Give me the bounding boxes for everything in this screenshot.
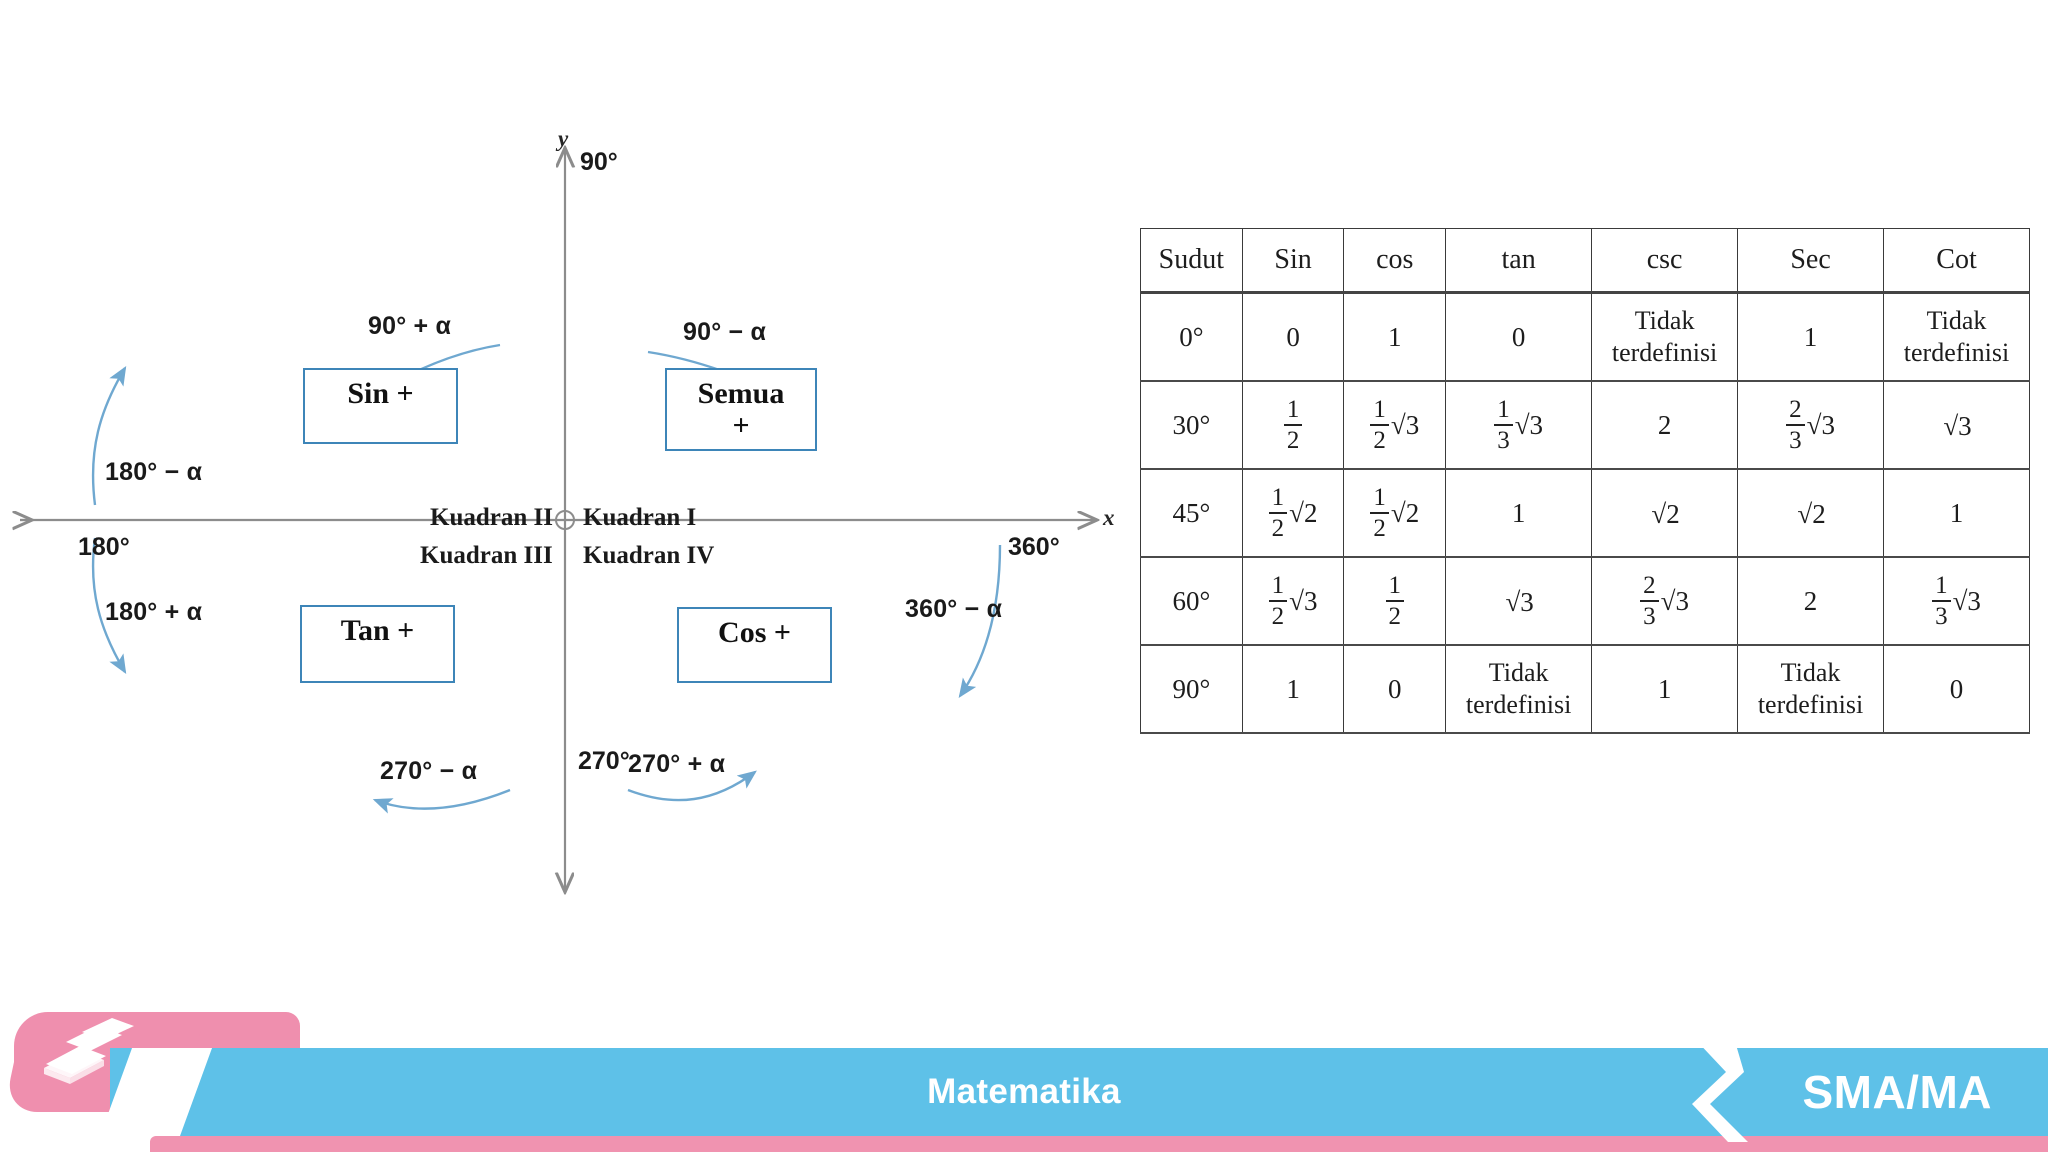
cell-sin-0: 0 bbox=[1241, 292, 1345, 382]
col-header-sin: Sin bbox=[1241, 228, 1345, 294]
cell-cot-30: √3 bbox=[1883, 380, 2030, 470]
col-header-sec: Sec bbox=[1737, 228, 1885, 294]
arrow-180-plus-alpha bbox=[91, 537, 127, 675]
cell-csc-45: √2 bbox=[1591, 468, 1739, 558]
footer-subject-title: Matematika bbox=[0, 1048, 2048, 1136]
col-header-cot: Cot bbox=[1883, 228, 2030, 294]
cell-sec-60: 2 bbox=[1737, 556, 1885, 646]
quadrant-label-IV: Kuadran IV bbox=[583, 542, 715, 569]
sign-box-quadrant-III-text: Tan + bbox=[340, 614, 415, 647]
quadrant-label-I: Kuadran I bbox=[583, 504, 697, 531]
cell-angle-0: 0° bbox=[1140, 292, 1243, 382]
sign-box-quadrant-II: Sin + bbox=[303, 368, 458, 444]
cell-csc-30: 2 bbox=[1591, 380, 1739, 470]
quadrant-label-III: Kuadran III bbox=[420, 542, 553, 569]
sign-box-quadrant-IV: Cos + bbox=[677, 607, 832, 683]
col-header-sudut: Sudut bbox=[1140, 228, 1243, 294]
label-360-minus-alpha: 360° − α bbox=[905, 595, 1003, 623]
cell-cos-0: 1 bbox=[1343, 292, 1447, 382]
label-270-plus-alpha: 270° + α bbox=[628, 750, 726, 778]
col-header-tan: tan bbox=[1445, 228, 1593, 294]
table-header-row: Sudut Sin cos tan csc Sec Cot bbox=[1140, 228, 2030, 294]
sign-box-quadrant-I-text: Semua + bbox=[697, 377, 785, 442]
cell-angle-90: 90° bbox=[1140, 644, 1243, 734]
arrow-180-minus-alpha bbox=[91, 365, 127, 506]
quadrant-axes-and-arrows bbox=[0, 120, 1120, 1020]
cell-csc-90: 1 bbox=[1591, 644, 1739, 734]
angle-90-label: 90° bbox=[580, 148, 618, 176]
origin-marker bbox=[555, 510, 575, 530]
footer-pink-strip bbox=[150, 1136, 2048, 1152]
cell-tan-60: √3 bbox=[1445, 556, 1593, 646]
cell-sec-45: √2 bbox=[1737, 468, 1885, 558]
cell-angle-30: 30° bbox=[1140, 380, 1243, 470]
label-180-minus-alpha: 180° − α bbox=[105, 458, 203, 486]
cell-cos-90: 0 bbox=[1343, 644, 1447, 734]
label-270-minus-alpha: 270° − α bbox=[380, 757, 478, 785]
cell-sec-0: 1 bbox=[1737, 292, 1885, 382]
col-header-cos: cos bbox=[1343, 228, 1447, 294]
sign-box-quadrant-IV-text: Cos + bbox=[718, 616, 791, 649]
cell-angle-60: 60° bbox=[1140, 556, 1243, 646]
quadrant-label-II: Kuadran II bbox=[430, 504, 553, 531]
label-180-plus-alpha: 180° + α bbox=[105, 598, 203, 626]
label-90-plus-alpha: 90° + α bbox=[368, 312, 452, 340]
angle-180-label: 180° bbox=[78, 533, 130, 561]
col-header-csc: csc bbox=[1591, 228, 1739, 294]
y-axis-label: y bbox=[558, 126, 569, 151]
cell-tan-0: 0 bbox=[1445, 292, 1593, 382]
footer-level-badge: SMA/MA bbox=[1802, 1048, 1992, 1136]
footer-level-text: SMA/MA bbox=[1802, 1066, 1992, 1118]
x-axis-label: x bbox=[1103, 505, 1115, 530]
footer-bar: Matematika SMA/MA bbox=[0, 1000, 2048, 1152]
sign-box-quadrant-II-text: Sin + bbox=[347, 377, 414, 410]
footer-subject-text: Matematika bbox=[927, 1072, 1121, 1111]
arrow-360-minus-alpha bbox=[958, 544, 1002, 698]
books-icon bbox=[44, 1018, 134, 1084]
arrow-270-plus-alpha bbox=[627, 770, 757, 802]
angle-360-label: 360° bbox=[1008, 533, 1060, 561]
sign-box-quadrant-I: Semua + bbox=[665, 368, 817, 451]
arrow-270-minus-alpha bbox=[372, 788, 511, 814]
cell-sin-90: 1 bbox=[1241, 644, 1345, 734]
label-90-minus-alpha: 90° − α bbox=[683, 318, 767, 346]
cell-angle-45: 45° bbox=[1140, 468, 1243, 558]
chevron-zigzag-divider bbox=[1692, 1038, 1748, 1142]
cell-tan-45: 1 bbox=[1445, 468, 1593, 558]
cell-cot-45: 1 bbox=[1883, 468, 2030, 558]
cell-cot-90: 0 bbox=[1883, 644, 2030, 734]
quadrant-diagram: y x 90° 180° 360° 270° 90° + α 90° − α 1… bbox=[0, 120, 1120, 1020]
sign-box-quadrant-III: Tan + bbox=[300, 605, 455, 683]
angle-270-label: 270° bbox=[578, 747, 630, 775]
